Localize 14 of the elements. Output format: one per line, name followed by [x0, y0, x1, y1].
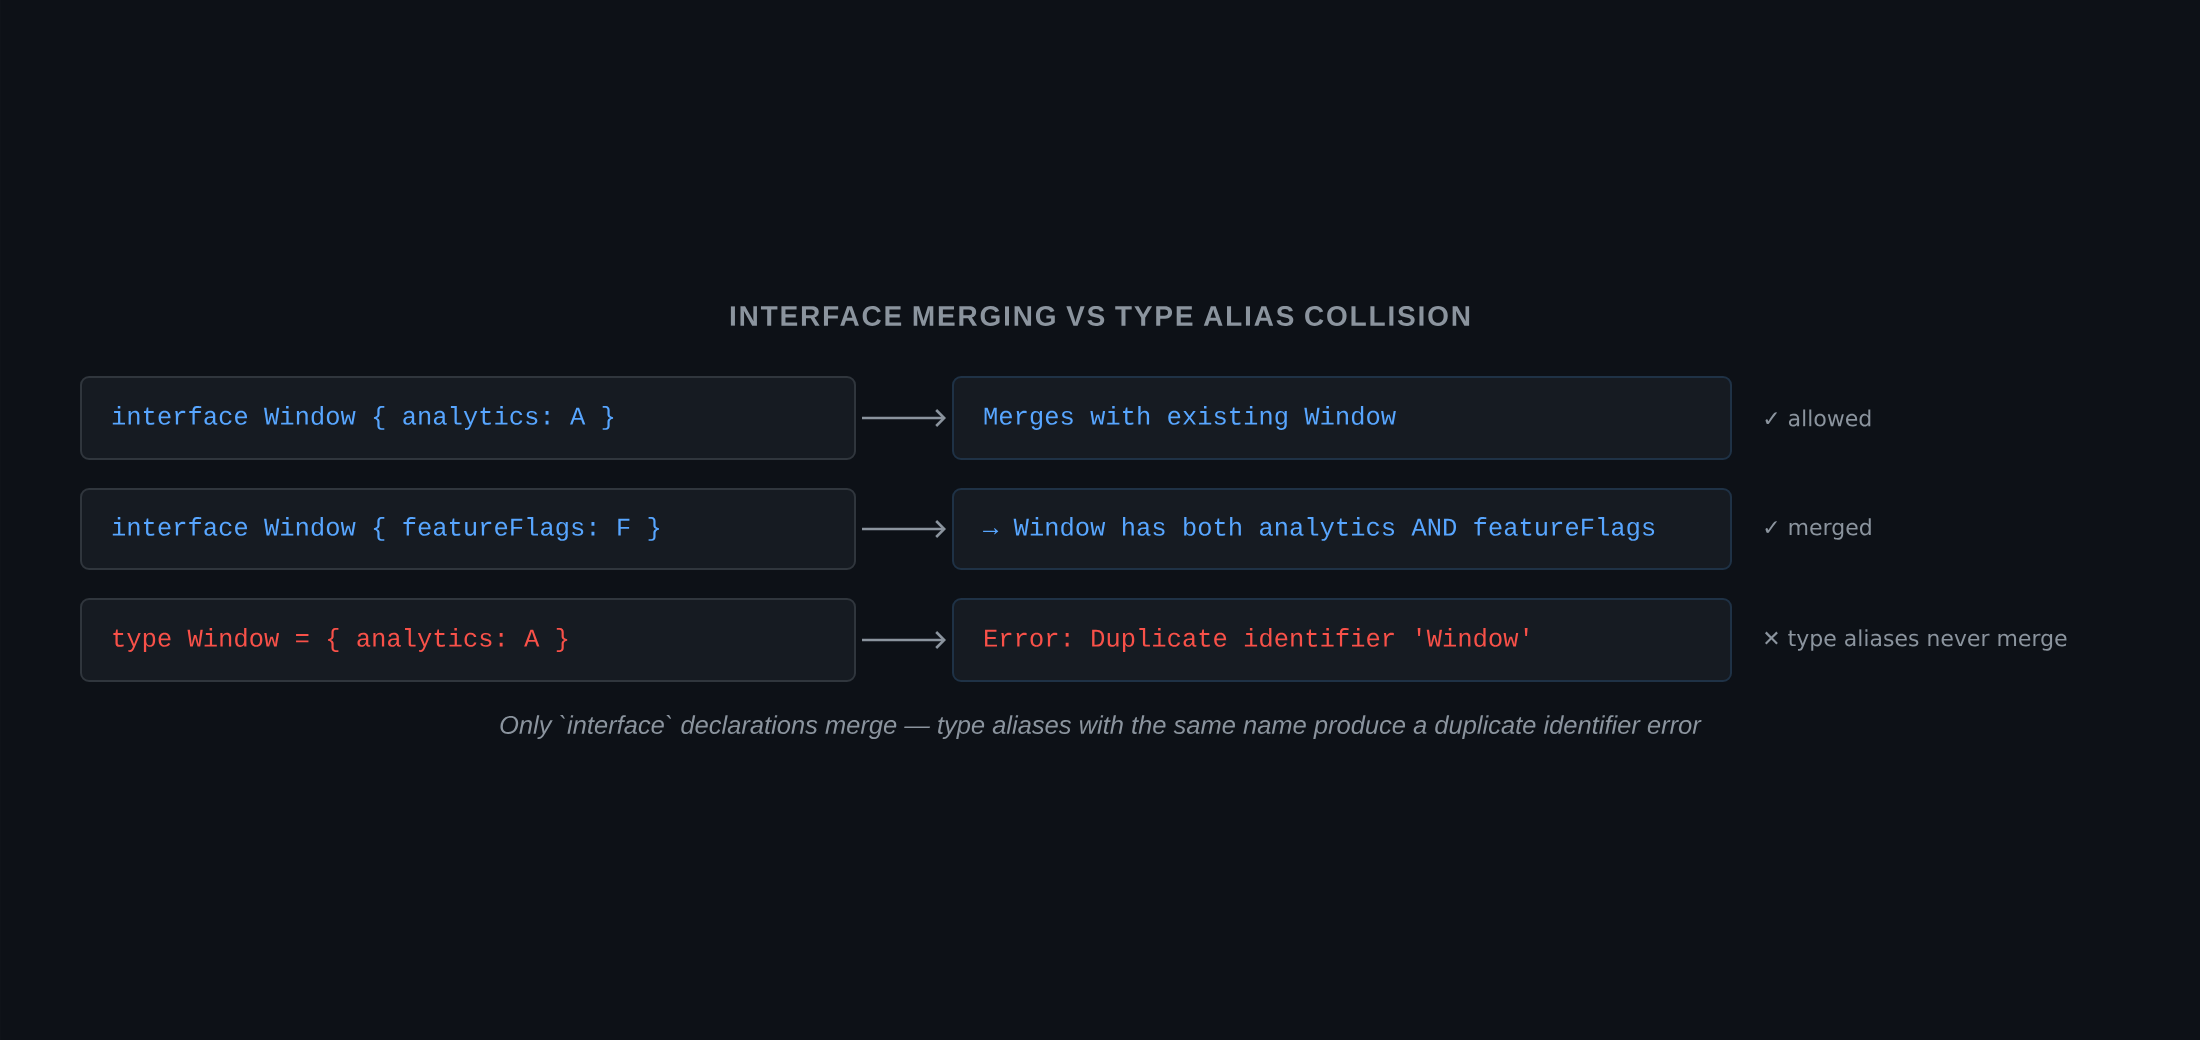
- result-box: Merges with existing Window: [952, 376, 1732, 460]
- code-box: interface Window { featureFlags: F }: [80, 488, 856, 570]
- code-box: interface Window { analytics: A }: [80, 376, 856, 460]
- status-note: ✕ type aliases never merge: [1765, 629, 2067, 651]
- result-box: → Window has both analytics AND featureFlags: [952, 488, 1732, 570]
- caption: Only `interface` declarations merge — type aliases with the same name produce a duplicate identifier error: [500, 714, 1702, 739]
- status-note: ✓ merged: [1765, 518, 1871, 540]
- arrow: [862, 631, 946, 649]
- arrow: [862, 409, 946, 427]
- arrow: [862, 520, 946, 538]
- result-box: Error: Duplicate identifier 'Window': [952, 598, 1732, 682]
- code-box: type Window = { analytics: A }: [80, 598, 856, 682]
- title: INTERFACE MERGING VS TYPE ALIAS COLLISION: [730, 306, 1470, 326]
- status-note: ✓ allowed: [1765, 409, 1871, 427]
